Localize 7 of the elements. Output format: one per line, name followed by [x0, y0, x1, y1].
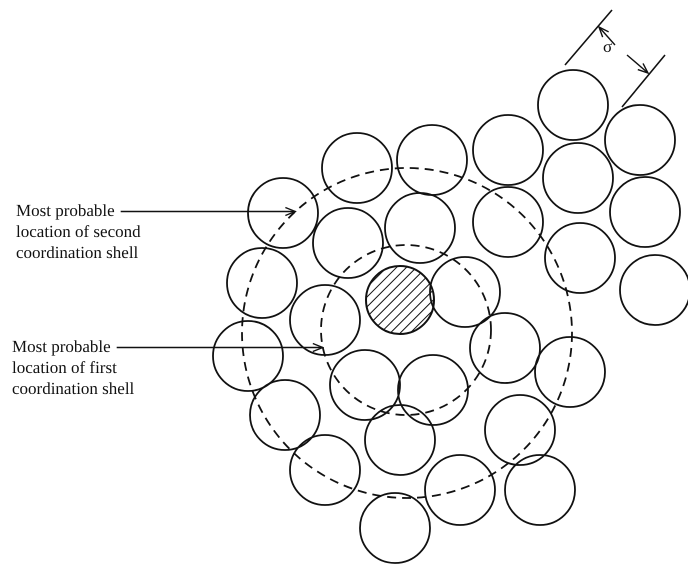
- coordination-shell-circle: [320, 244, 492, 416]
- leader-line: [116, 342, 324, 352]
- coordination-shell-circle: [241, 167, 573, 499]
- dimension-label: σ: [603, 37, 612, 57]
- callout-text: Most probable location of first coordination shell: [12, 336, 136, 399]
- leader-line: [120, 206, 296, 216]
- callout-text: Most probable location of second coordination shell: [16, 200, 142, 263]
